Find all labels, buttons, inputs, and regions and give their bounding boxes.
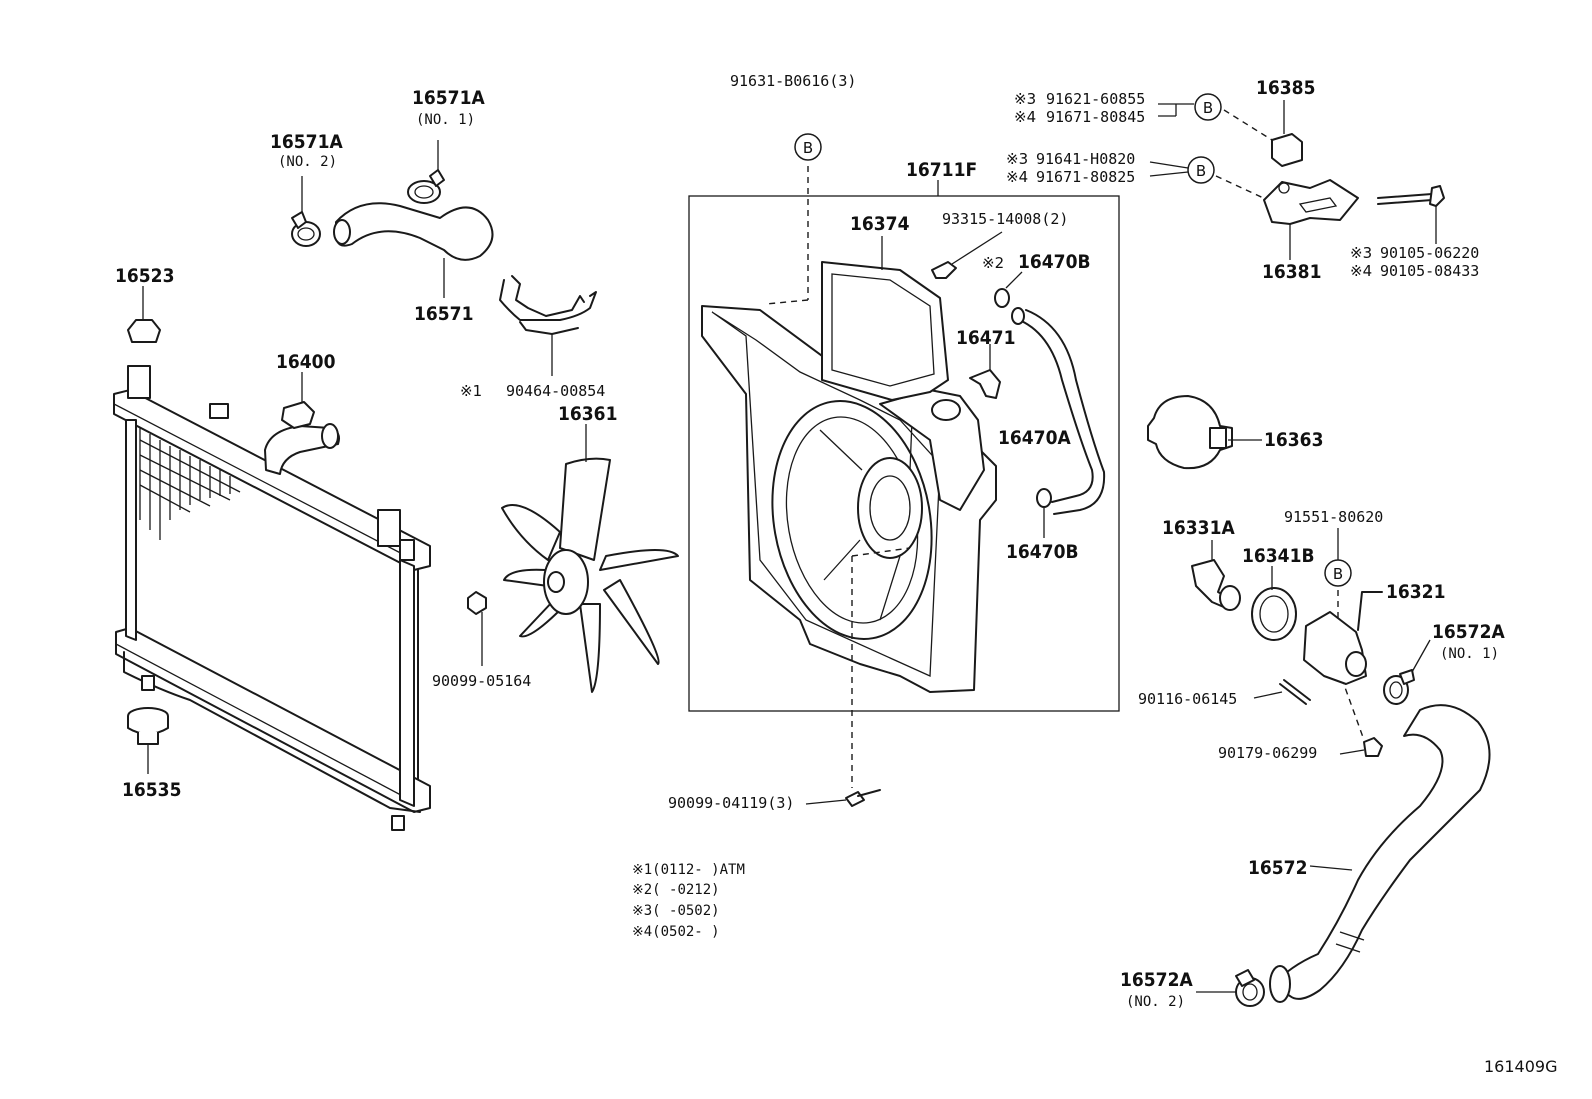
bracket-16381-drawing (1263, 179, 1359, 260)
label-16470A: 16470A (998, 427, 1071, 449)
label-90105-06220: 90105-06220 (1380, 244, 1479, 262)
gasket-16341B-drawing (1251, 566, 1297, 641)
label-90105-08433-mark: ※4 (1350, 262, 1372, 280)
leaders-b (1149, 103, 1339, 560)
label-91621: 91621-60855 (1046, 90, 1145, 108)
label-16711F: 16711F (906, 159, 977, 181)
label-16572A-no1-sub: (NO. 1) (1440, 646, 1499, 662)
radiator-cap-16400-drawing (281, 372, 315, 429)
callout-b1-letter: B (803, 139, 813, 157)
callout-b4: B (1324, 559, 1352, 587)
clamp-16572A-no2-drawing (1196, 969, 1265, 1007)
fan-16361-drawing (501, 424, 679, 693)
label-16374: 16374 (850, 213, 910, 235)
label-16572: 16572 (1248, 857, 1307, 879)
nut-90179-drawing (1339, 737, 1383, 757)
label-90105-06220-mark: ※3 (1350, 244, 1372, 262)
bracket-16471-drawing (969, 344, 1001, 399)
fan-shroud-assembly-box (688, 180, 1120, 712)
label-91671-80825: 91671-80825 (1036, 168, 1135, 186)
clamp-16470B-top-drawing (994, 271, 1023, 308)
clamp-16571A-no1-drawing (407, 140, 445, 204)
cushion-16523-drawing (127, 286, 161, 343)
label-91641-mark: ※3 (1006, 150, 1028, 168)
callout-b2-letter: B (1203, 99, 1213, 117)
cushion-16535-drawing (127, 707, 169, 774)
label-90179: 90179-06299 (1218, 744, 1317, 762)
note-1: ※1(0112- )ATM (632, 862, 745, 878)
note-3: ※3( -0502) (632, 903, 720, 919)
label-16571A-no2-sub: (NO. 2) (278, 154, 337, 170)
thermostat-16331A-drawing (1191, 540, 1241, 611)
label-16471: 16471 (956, 327, 1015, 349)
water-inlet-16321-drawing (1303, 591, 1383, 685)
label-16523: 16523 (115, 265, 174, 287)
label-90116: 90116-06145 (1138, 690, 1237, 708)
label-16572A-no1: 16572A (1432, 621, 1505, 643)
fan-motor-16363-drawing (1147, 395, 1262, 470)
callout-b3-letter: B (1196, 162, 1206, 180)
bolt-90105-drawing (1377, 185, 1445, 244)
label-16331A: 16331A (1162, 517, 1235, 539)
shroud-16711F-drawing (701, 236, 997, 693)
label-90099-05164: 90099-05164 (432, 672, 531, 690)
label-91551: 91551-80620 (1284, 508, 1383, 526)
label-90464-mark: ※1 (460, 382, 482, 400)
label-16381: 16381 (1262, 261, 1321, 283)
note-4: ※4(0502- ) (632, 924, 720, 940)
applicability-notes: ※1(0112- )ATM ※2( -0212) ※3( -0502) ※4(0… (632, 862, 745, 940)
label-90464: 90464-00854 (506, 382, 605, 400)
label-91631: 91631-B0616(3) (730, 72, 856, 90)
label-16321: 16321 (1386, 581, 1445, 603)
label-93315: 93315-14008(2) (942, 210, 1068, 228)
lower-hose-16572-drawing (1269, 704, 1491, 1003)
block-16385-drawing (1271, 100, 1303, 167)
stud-90116-drawing (1253, 679, 1311, 705)
bracket-90464-drawing (499, 275, 597, 376)
label-91671-80825-mark: ※4 (1006, 168, 1028, 186)
label-16571A-no2: 16571A (270, 131, 343, 153)
clamp-16571A-no2-drawing (291, 176, 321, 247)
label-91671-80845-mark: ※4 (1014, 108, 1036, 126)
radiator-drawing (113, 365, 431, 831)
label-16470B-top: 16470B (1018, 251, 1091, 273)
note-2: ※2( -0212) (632, 882, 720, 898)
callout-b3: B (1187, 156, 1215, 184)
clamp-16572A-no1-drawing (1383, 639, 1431, 705)
label-16571: 16571 (414, 303, 473, 325)
label-90105-08433: 90105-08433 (1380, 262, 1479, 280)
dashed-alignment-lines (765, 109, 1365, 788)
figure-id: 161409G (1484, 1057, 1557, 1076)
label-16572A-no2-sub: (NO. 2) (1126, 994, 1185, 1010)
callout-b4-letter: B (1333, 565, 1343, 583)
callout-b2: B (1194, 93, 1222, 121)
label-16535: 16535 (122, 779, 181, 801)
label-16341B: 16341B (1242, 545, 1315, 567)
nut-90099-05164-drawing (467, 591, 487, 666)
label-16572A-no2: 16572A (1120, 969, 1193, 991)
label-16571A-no1-sub: (NO. 1) (416, 112, 475, 128)
label-16363: 16363 (1264, 429, 1323, 451)
upper-hose-16571-drawing (333, 202, 494, 298)
label-90099-04119: 90099-04119(3) (668, 794, 794, 812)
label-91621-mark: ※3 (1014, 90, 1036, 108)
bolt-93315-drawing (931, 231, 1003, 279)
bolt-90099-04119-drawing (805, 789, 881, 807)
label-16571A-no1: 16571A (412, 87, 485, 109)
callout-b1: B (794, 133, 822, 161)
label-16470B-top-mark: ※2 (982, 254, 1004, 272)
label-16361: 16361 (558, 403, 617, 425)
clamp-16470B-bottom-drawing (1036, 488, 1052, 538)
label-16400: 16400 (276, 351, 336, 373)
label-91671-80845: 91671-80845 (1046, 108, 1145, 126)
label-16385: 16385 (1256, 77, 1315, 99)
label-16470B-bottom: 16470B (1006, 541, 1079, 563)
hose-16470A-drawing (1011, 307, 1106, 515)
label-91641: 91641-H0820 (1036, 150, 1135, 168)
